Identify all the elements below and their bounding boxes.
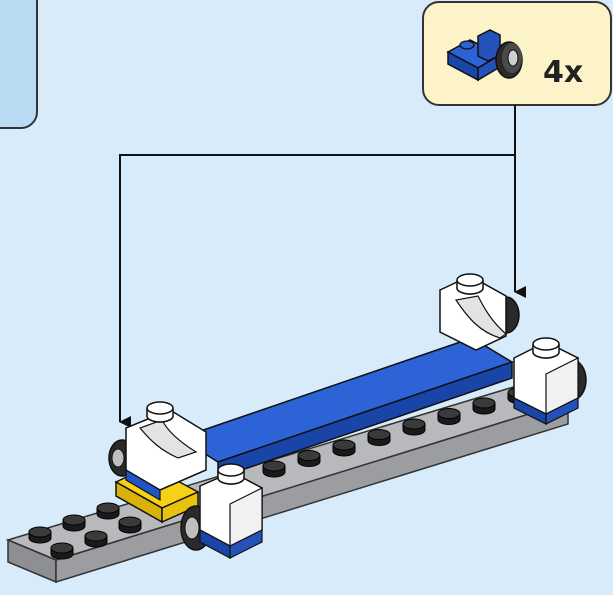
wheel-assembly-front-left [180, 463, 263, 559]
stud [96, 502, 120, 520]
quantity-label: 4x [543, 55, 583, 90]
plate-studs [28, 387, 531, 560]
stud [118, 516, 142, 534]
previous-step-panel [0, 0, 38, 129]
stud [367, 429, 391, 446]
wheel-assembly-front-right [513, 337, 587, 425]
stud [332, 439, 356, 457]
parts-callout: 4x [422, 1, 612, 106]
stud [28, 526, 52, 544]
stud [50, 542, 74, 560]
callout-arrows [119, 105, 526, 428]
stud [472, 397, 496, 415]
stud [297, 450, 321, 467]
stud [84, 530, 108, 548]
stud [402, 418, 426, 436]
wheel-assembly-rear-left [108, 401, 207, 502]
stud [62, 514, 86, 532]
blue-brick-with-wheel-icon [446, 29, 523, 82]
stud [262, 460, 286, 478]
wheel-assembly-rear-right [439, 273, 520, 351]
stud [437, 408, 461, 425]
